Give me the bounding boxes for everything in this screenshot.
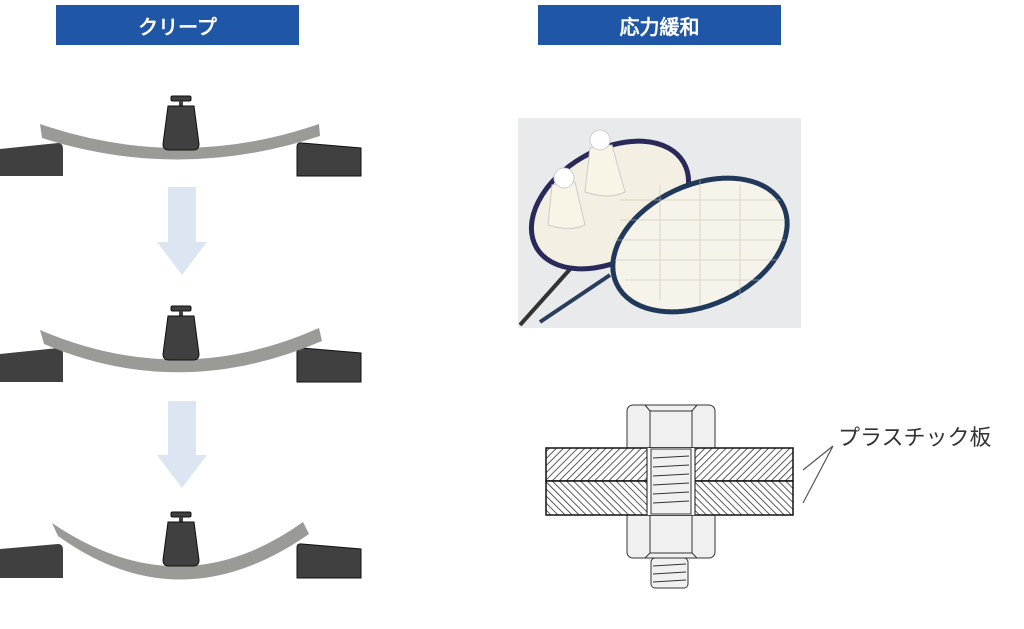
stress-relaxation-header: 応力緩和 bbox=[538, 5, 781, 45]
weight-icon bbox=[162, 511, 200, 567]
creep-stage-2 bbox=[0, 305, 362, 383]
creep-header: クリープ bbox=[56, 5, 299, 45]
down-arrow-icon bbox=[157, 401, 207, 488]
left-support bbox=[0, 544, 63, 578]
left-support bbox=[0, 348, 63, 382]
nut-bottom bbox=[626, 509, 716, 559]
beam bbox=[52, 522, 309, 580]
creep-stage-3 bbox=[0, 511, 362, 580]
plastic-plate-label: プラスチック板 bbox=[838, 426, 992, 451]
left-support bbox=[0, 143, 63, 176]
weight-icon bbox=[162, 95, 200, 151]
right-support bbox=[296, 347, 362, 383]
badminton-racket-photo bbox=[518, 118, 801, 328]
down-arrow-icon bbox=[157, 187, 207, 275]
beam bbox=[40, 124, 320, 160]
creep-stage-1 bbox=[0, 95, 362, 177]
right-support bbox=[296, 543, 362, 579]
weight-icon bbox=[162, 305, 200, 361]
beam bbox=[40, 328, 322, 373]
leader-lines bbox=[802, 445, 834, 504]
bolt-plate-diagram bbox=[545, 404, 834, 589]
right-support bbox=[296, 142, 362, 177]
